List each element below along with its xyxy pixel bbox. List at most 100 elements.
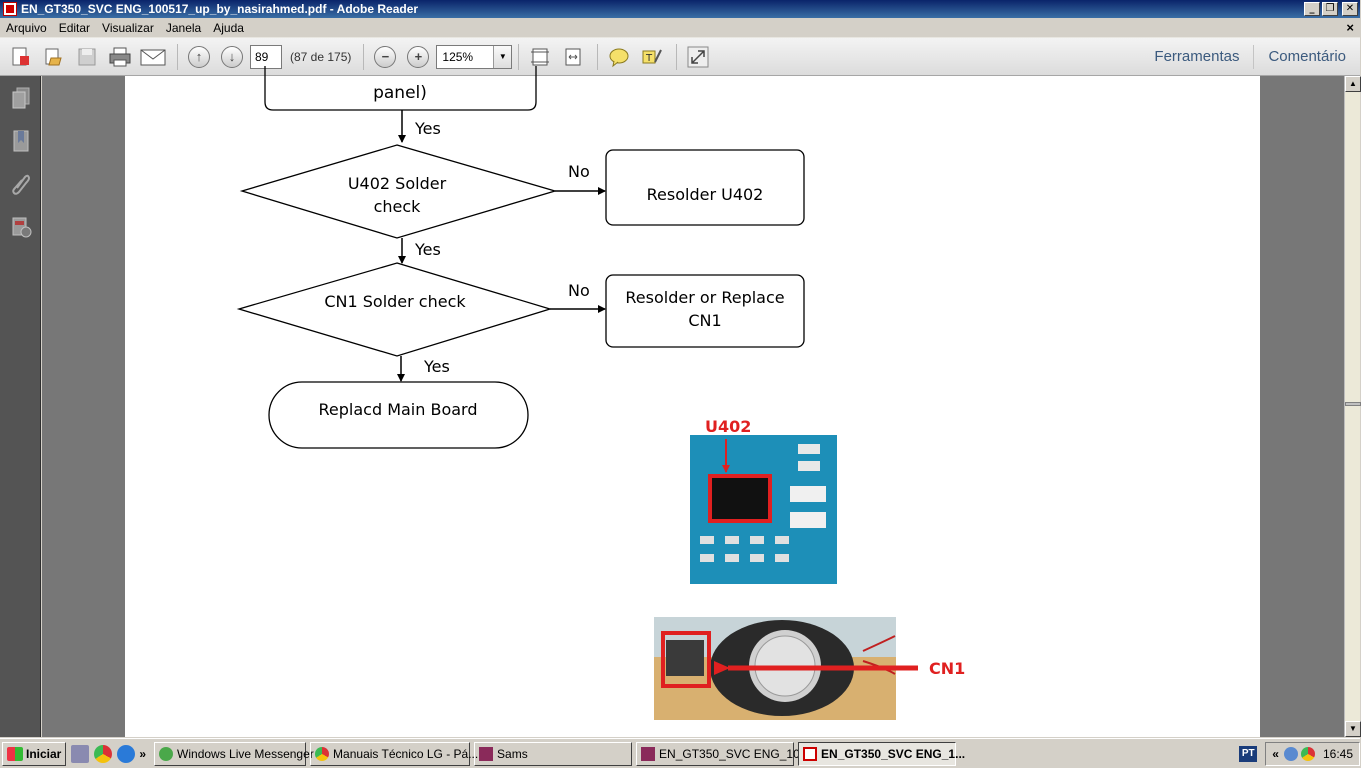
task-pdf-1[interactable]: EN_GT350_SVC ENG_10... — [636, 741, 810, 766]
chrome-tray-icon[interactable] — [1300, 746, 1315, 761]
network-icon[interactable] — [1283, 746, 1298, 761]
windows-logo-icon — [7, 746, 23, 761]
menu-ajuda[interactable]: Ajuda — [213, 20, 244, 35]
open-folder-icon — [45, 48, 62, 65]
menu-bar: Arquivo Editar Visualizar Janela Ajuda × — [0, 18, 1360, 38]
toolbar-separator — [177, 43, 178, 70]
chevron-down-icon[interactable]: ▼ — [493, 45, 512, 68]
open-button[interactable] — [39, 43, 69, 71]
u402-decision-line1: U402 Solder — [348, 174, 447, 193]
cn1-decision — [236, 262, 553, 357]
comment-bubble-icon — [609, 48, 629, 67]
maximize-button[interactable]: ❐ — [1322, 2, 1338, 16]
task-label: Windows Live Messenger — [177, 746, 314, 761]
adobe-reader-icon — [803, 746, 818, 761]
taskbar: Iniciar » Windows Live Messenger Manuais… — [0, 738, 1360, 768]
plus-icon: + — [407, 45, 430, 68]
scrollbar-thumb[interactable] — [1345, 402, 1361, 406]
menu-janela[interactable]: Janela — [165, 20, 202, 35]
save-button[interactable] — [72, 43, 102, 71]
close-button[interactable]: ✕ — [1342, 2, 1358, 16]
create-pdf-button[interactable] — [6, 43, 36, 71]
close-document-button[interactable]: × — [1346, 20, 1354, 35]
task-label: Sams — [497, 746, 528, 761]
chrome-icon[interactable] — [94, 744, 113, 763]
previous-page-button[interactable]: ↑ — [184, 43, 214, 71]
resolder-u402-label: Resolder U402 — [647, 185, 764, 204]
highlight-text-button[interactable]: T — [637, 43, 667, 71]
resolder-cn1-line1: Resolder or Replace — [625, 288, 784, 307]
internet-explorer-icon[interactable] — [117, 744, 136, 763]
svg-text:T: T — [645, 53, 653, 64]
menu-visualizar[interactable]: Visualizar — [102, 20, 154, 35]
u402-callout-label: U402 — [705, 417, 751, 436]
system-tray: « 16:45 — [1265, 741, 1360, 766]
u402-decision — [239, 144, 558, 239]
task-sams[interactable]: Sams — [474, 741, 633, 766]
sticky-note-button[interactable] — [604, 43, 634, 71]
no-label: No — [568, 162, 590, 181]
cn1-board-photo — [654, 617, 896, 720]
quick-launch-chevron[interactable]: » — [139, 746, 147, 761]
page-number-input[interactable] — [250, 44, 282, 69]
scroll-down-button[interactable]: ▼ — [1345, 721, 1361, 737]
resolder-u402-box — [605, 149, 805, 226]
fit-page-button[interactable] — [525, 43, 555, 71]
menu-editar[interactable]: Editar — [58, 20, 91, 35]
highlighter-icon: T — [642, 49, 663, 64]
bookmark-icon — [13, 130, 28, 151]
attachments-button[interactable] — [0, 162, 41, 205]
u402-highlight-box — [708, 474, 772, 523]
signatures-button[interactable] — [0, 205, 41, 248]
document-view[interactable]: panel) Yes U402 Solder check No Resolder… — [42, 66, 1344, 737]
toolbar-separator — [363, 43, 365, 70]
expand-button[interactable] — [683, 43, 713, 71]
print-button[interactable] — [105, 43, 135, 71]
zoom-input[interactable] — [437, 45, 494, 68]
navigation-pane — [0, 76, 41, 737]
start-label: Iniciar — [26, 746, 62, 761]
no-label: No — [568, 281, 590, 300]
printer-icon — [109, 47, 131, 66]
resolder-cn1-line2: CN1 — [688, 311, 721, 330]
zoom-out-button[interactable]: − — [370, 43, 400, 71]
toolbar-separator — [1253, 44, 1255, 69]
task-chrome-manuais[interactable]: Manuais Técnico LG - Pá... — [310, 741, 478, 766]
scroll-up-button[interactable]: ▲ — [1345, 76, 1361, 92]
zoom-select[interactable]: ▼ — [436, 44, 513, 69]
tray-expand-chevron[interactable]: « — [1272, 746, 1279, 761]
toolbar-separator — [676, 43, 678, 70]
arrow-up-icon: ↑ — [188, 45, 210, 68]
zoom-in-button[interactable]: + — [403, 43, 433, 71]
u402-board-photo — [690, 435, 837, 584]
u402-decision-line2: check — [374, 197, 422, 216]
cn1-callout-label: CN1 — [929, 659, 965, 678]
task-pdf-2[interactable]: EN_GT350_SVC ENG_1... — [798, 741, 965, 766]
task-label: EN_GT350_SVC ENG_10... — [659, 746, 810, 761]
java-icon[interactable] — [71, 744, 90, 763]
comment-panel-button[interactable]: Comentário — [1268, 48, 1346, 65]
cn1-highlight-box — [661, 631, 711, 688]
next-page-button[interactable]: ↓ — [217, 43, 247, 71]
winrar-icon — [641, 746, 656, 761]
fit-width-button[interactable] — [558, 43, 588, 71]
yes-label: Yes — [414, 240, 441, 259]
flowchart: panel) Yes U402 Solder check No Resolder… — [236, 66, 965, 720]
fit-page-icon — [531, 48, 550, 65]
menu-arquivo[interactable]: Arquivo — [6, 20, 47, 35]
start-button[interactable]: Iniciar — [2, 741, 67, 766]
bookmarks-button[interactable] — [0, 119, 41, 162]
save-icon — [78, 48, 96, 65]
page-thumbnails-button[interactable] — [0, 76, 41, 119]
replace-main-board-terminal — [268, 381, 529, 449]
expand-icon — [687, 46, 709, 67]
tools-panel-button[interactable]: Ferramentas — [1154, 48, 1240, 65]
email-button[interactable] — [138, 43, 168, 71]
chrome-icon — [315, 746, 330, 761]
previous-box-label: panel) — [373, 83, 427, 103]
task-messenger[interactable]: Windows Live Messenger — [154, 741, 314, 766]
minimize-button[interactable]: _ — [1304, 2, 1320, 16]
vertical-scrollbar[interactable]: ▲ ▼ — [1344, 76, 1361, 737]
toolbar: ↑ ↓ (87 de 175) − + ▼ T Ferramentas Come… — [0, 38, 1360, 76]
language-indicator[interactable]: PT — [1239, 745, 1258, 762]
